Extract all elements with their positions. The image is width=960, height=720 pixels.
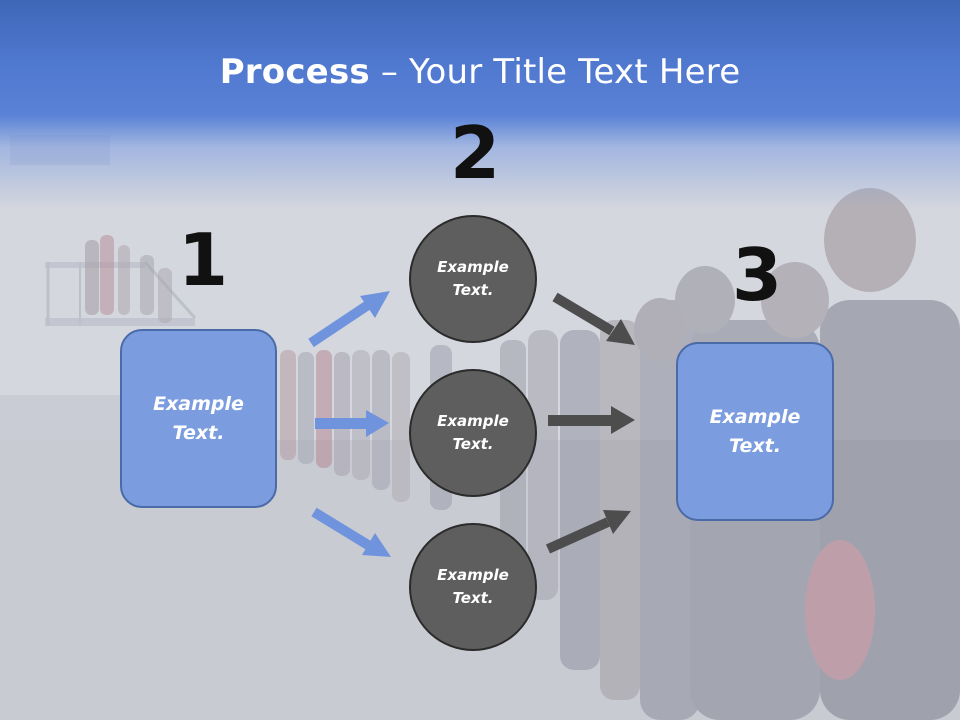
output-box: Example Text. xyxy=(676,342,834,521)
input-box: Example Text. xyxy=(120,329,277,508)
process-circle-middle: Example Text. xyxy=(409,369,537,497)
title-rest: – Your Title Text Here xyxy=(369,52,741,92)
output-box-line1: Example xyxy=(709,405,801,428)
input-box-line1: Example xyxy=(153,392,244,415)
step-number-1: 1 xyxy=(178,218,229,302)
step-number-3: 3 xyxy=(732,233,783,317)
process-circle-top: Example Text. xyxy=(409,215,537,343)
circle-middle-line1: Example xyxy=(437,412,509,430)
process-circle-bottom: Example Text. xyxy=(409,523,537,651)
circle-bottom-line1: Example xyxy=(437,566,509,584)
output-box-line2: Text. xyxy=(729,434,781,457)
step-number-2: 2 xyxy=(450,111,501,195)
title-bold: Process xyxy=(219,52,370,92)
circle-top-line2: Text. xyxy=(452,281,494,299)
title-banner xyxy=(0,0,960,210)
circle-middle-line2: Text. xyxy=(452,435,494,453)
circle-top-line1: Example xyxy=(437,258,509,276)
input-box-line2: Text. xyxy=(172,421,225,444)
slide-title: Process – Your Title Text Here xyxy=(0,52,960,92)
circle-bottom-line2: Text. xyxy=(452,589,494,607)
